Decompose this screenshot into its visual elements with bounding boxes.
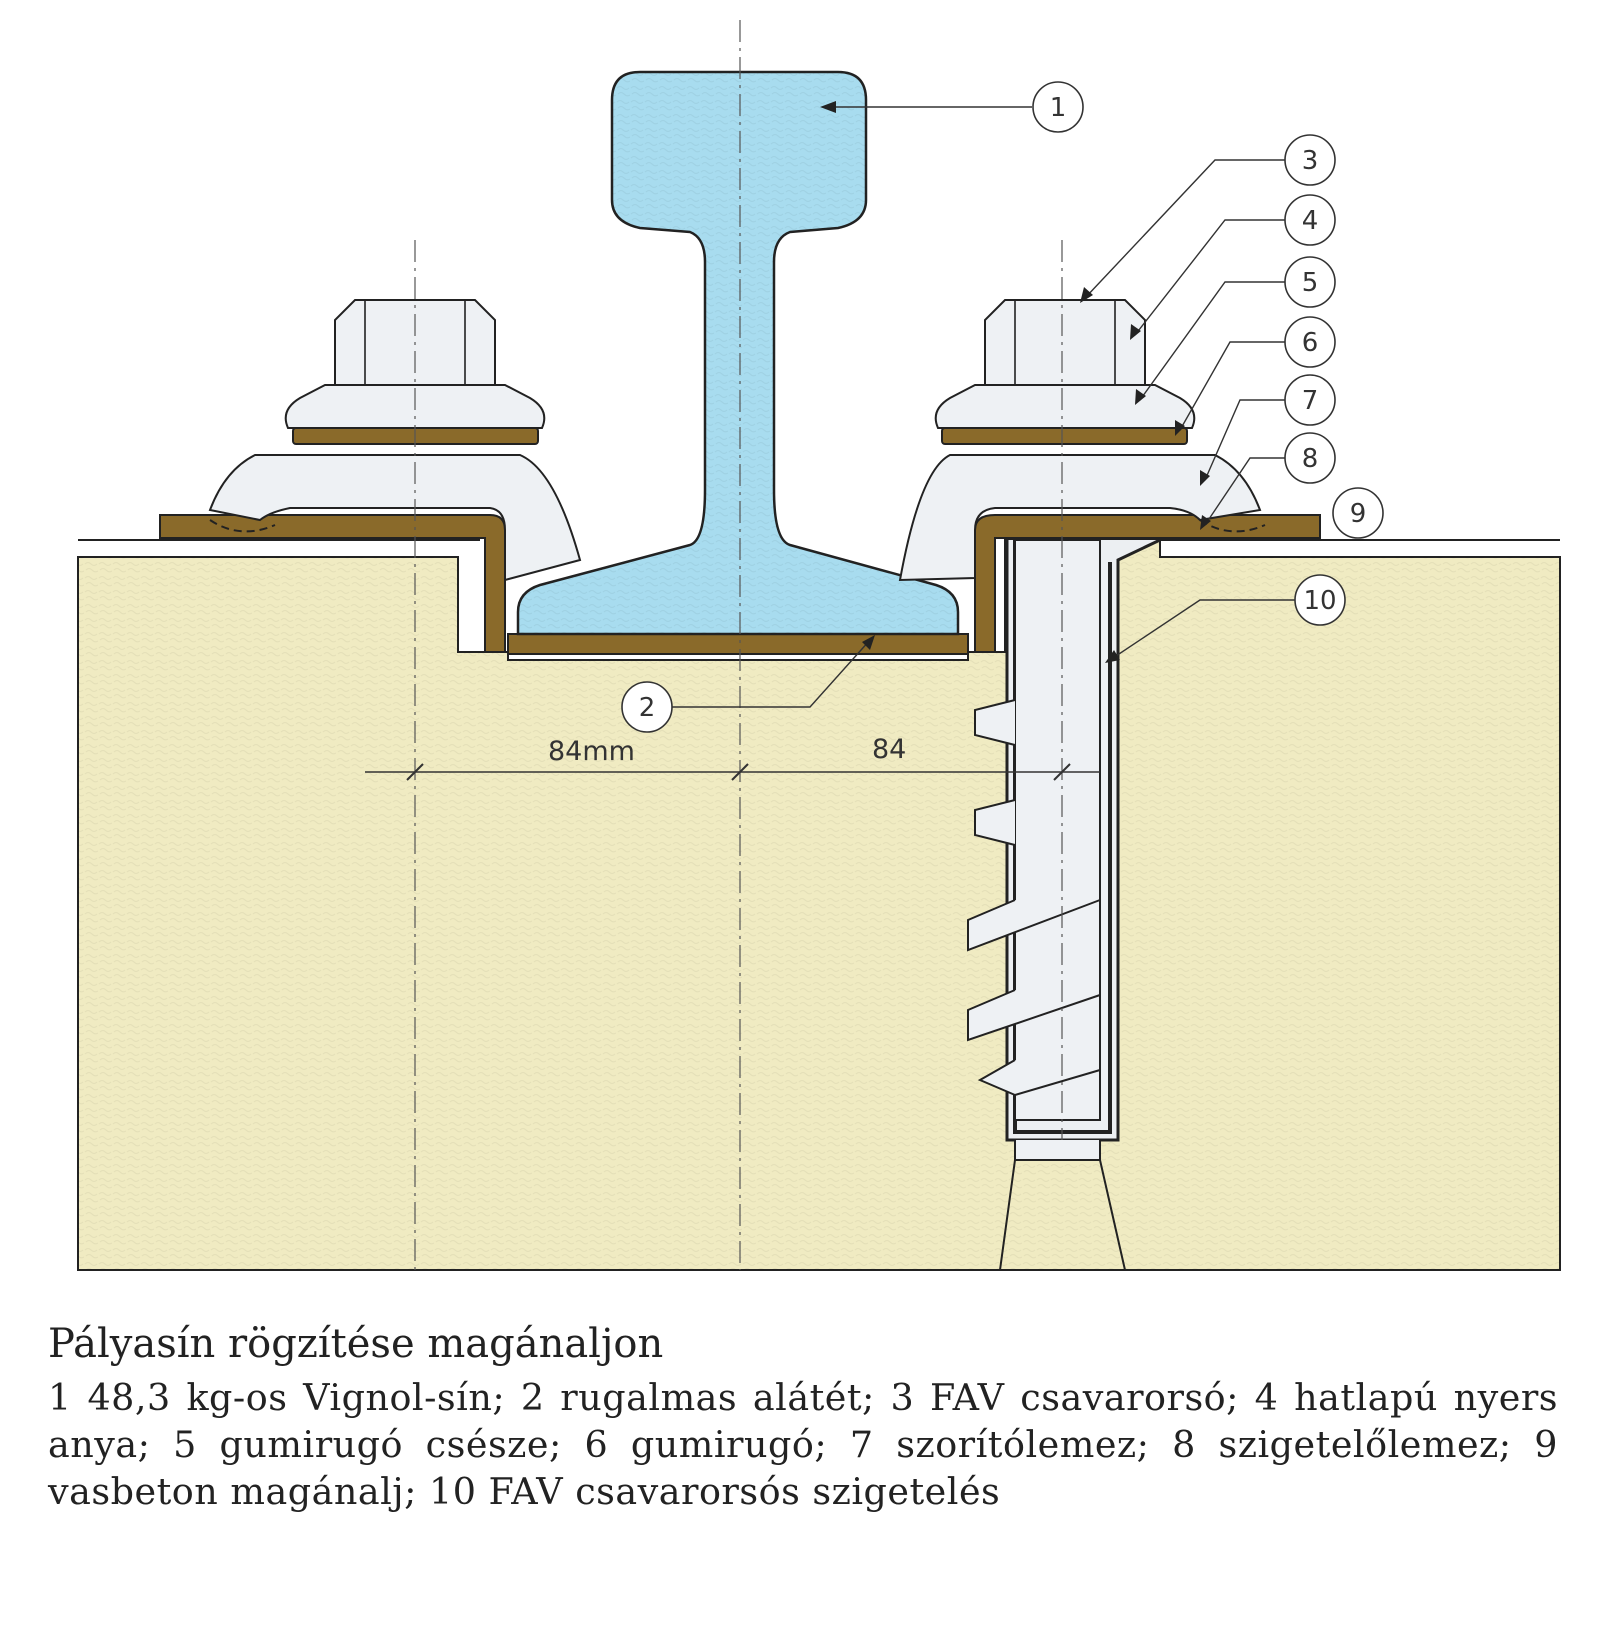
callout-9: 9	[1332, 487, 1384, 539]
svg-text:8: 8	[1302, 444, 1319, 474]
arrowheads	[820, 101, 1211, 663]
callout-2: 2	[621, 681, 673, 733]
rail-pad	[507, 633, 969, 655]
rail-fastening-diagram: 84mm 84 1 3 4 5 6 7 8 9 10 2	[77, 20, 1561, 1271]
svg-text:6: 6	[1302, 328, 1319, 358]
dimension-line	[365, 763, 1100, 781]
callout-3: 3	[1284, 134, 1336, 186]
svg-text:4: 4	[1302, 206, 1319, 236]
caption-body: 1 48,3 kg-os Vignol-sín; 2 rugalmas alát…	[48, 1376, 1558, 1513]
svg-text:9: 9	[1350, 499, 1367, 529]
callout-5: 5	[1284, 256, 1336, 308]
svg-text:5: 5	[1302, 268, 1319, 298]
callout-8: 8	[1284, 432, 1336, 484]
callout-4: 4	[1284, 194, 1336, 246]
screw-spike	[967, 539, 1126, 1271]
svg-text:10: 10	[1303, 586, 1336, 616]
callout-6: 6	[1284, 316, 1336, 368]
svg-text:3: 3	[1302, 146, 1319, 176]
concrete-sleeper	[77, 539, 1561, 1271]
dimension-label-left: 84mm	[548, 736, 635, 767]
callout-10: 10	[1294, 574, 1346, 626]
callout-7: 7	[1284, 374, 1336, 426]
dimension-label-right: 84	[872, 734, 906, 765]
callout-1: 1	[1032, 81, 1084, 133]
clamp-assembly-right	[898, 299, 1266, 582]
svg-text:7: 7	[1302, 386, 1319, 416]
caption: Pályasín rögzítése magánaljon 1 48,3 kg-…	[48, 1318, 1558, 1515]
leader-lines	[672, 106, 1295, 708]
caption-title: Pályasín rögzítése magánaljon	[48, 1321, 664, 1367]
svg-text:1: 1	[1050, 93, 1067, 123]
svg-text:2: 2	[639, 693, 656, 723]
